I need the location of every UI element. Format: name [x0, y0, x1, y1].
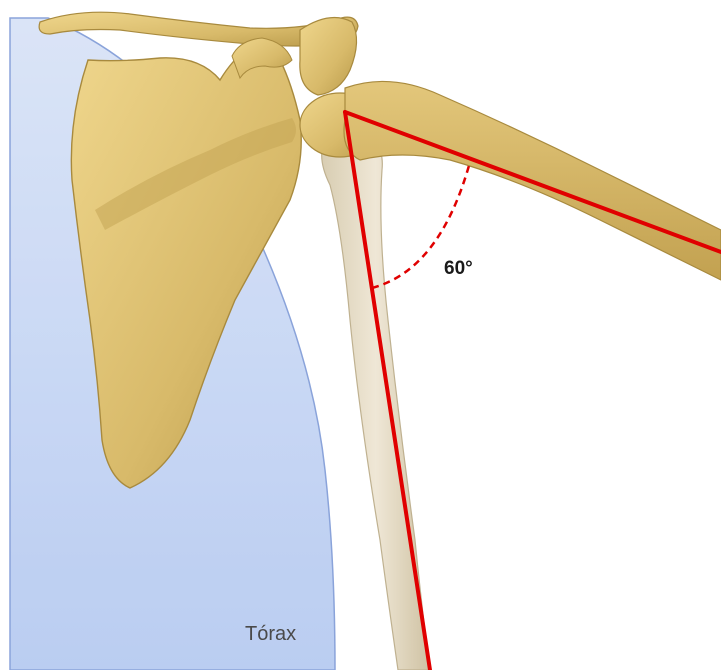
- angle-label: 60°: [444, 258, 473, 279]
- thorax-label: Tórax: [245, 623, 296, 645]
- angle-line-arm: [345, 112, 721, 252]
- humerus-bone: [322, 134, 430, 670]
- acromion: [300, 18, 357, 96]
